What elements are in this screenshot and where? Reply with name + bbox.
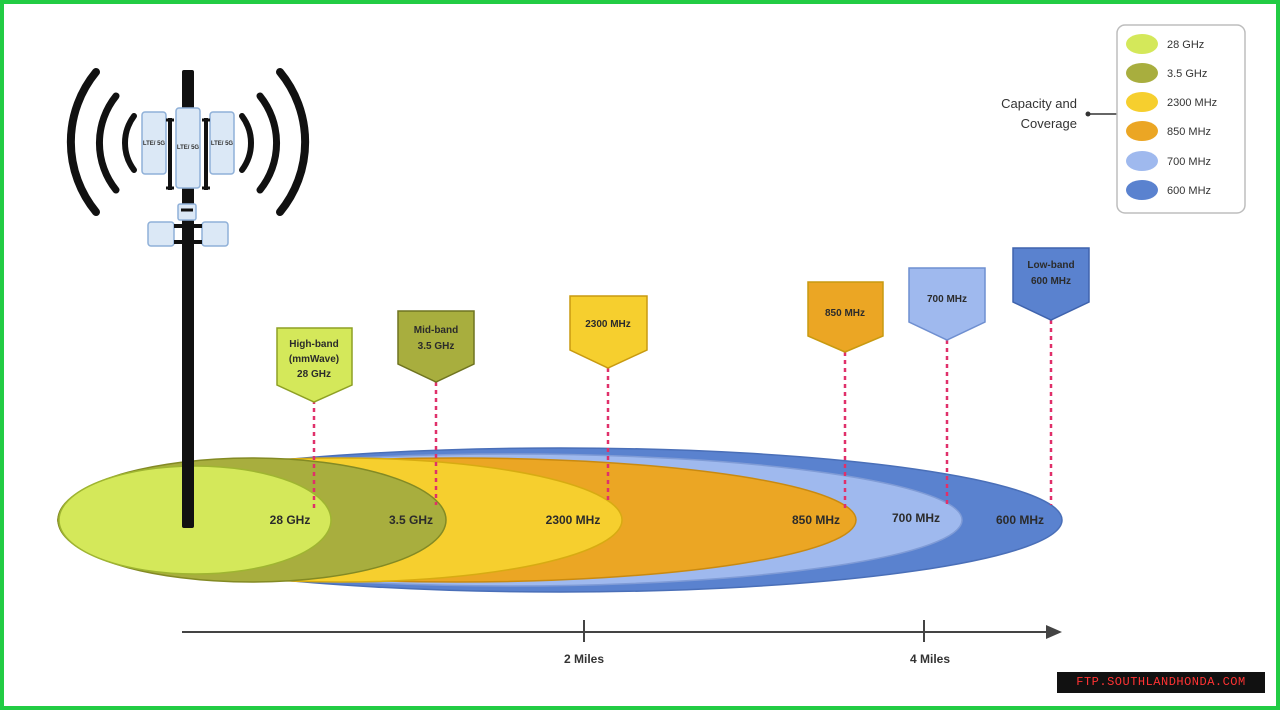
tag-600mhz-line-1: Low-band: [1027, 260, 1074, 271]
connectors: [312, 320, 1053, 512]
ring-label-28ghz: 28 GHz: [270, 513, 311, 527]
tag-700mhz: 700 MHz: [908, 267, 986, 341]
signal-waves-right-icon: [239, 68, 310, 216]
tag-3-5ghz: Mid-band 3.5 GHz: [397, 310, 475, 383]
ring-label-700mhz: 700 MHz: [892, 511, 940, 525]
legend-swatch-2300mhz: [1126, 92, 1158, 112]
tag-shape-600mhz: [1012, 247, 1090, 321]
legend-caption-line-1: Capacity and: [1001, 96, 1077, 111]
tag-shape-2300mhz: [569, 295, 648, 369]
panel-label-left: LTE/ 5G: [143, 141, 166, 147]
legend-swatch-28ghz: [1126, 34, 1158, 54]
tag-700mhz-line-1: 700 MHz: [927, 294, 967, 305]
tag-2300mhz: 2300 MHz: [569, 295, 648, 369]
ring-label-3-5ghz: 3.5 GHz: [389, 513, 433, 527]
legend-label-2300mhz: 2300 MHz: [1167, 97, 1217, 109]
tag-shape-28ghz: [276, 327, 353, 403]
ring-label-2300mhz: 2300 MHz: [546, 513, 601, 527]
tag-850mhz: 850 MHz: [807, 281, 884, 353]
band-tags: High-band (mmWave) 28 GHz Mid-band 3.5 G…: [276, 247, 1090, 403]
cell-tower: LTE/ 5G LTE/ 5G LTE/ 5G: [66, 68, 310, 528]
tag-3-5ghz-line-2: 3.5 GHz: [418, 341, 455, 352]
signal-waves-left-icon: [66, 68, 137, 216]
tag-28ghz-line-2: (mmWave): [289, 354, 339, 365]
legend-swatch-850mhz: [1126, 121, 1158, 141]
tag-shape-700mhz: [908, 267, 986, 341]
legend-label-3-5ghz: 3.5 GHz: [1167, 68, 1207, 80]
tag-28ghz-line-3: 28 GHz: [297, 369, 331, 380]
legend-caption-line-2: Coverage: [1021, 116, 1077, 131]
axis-arrow-icon: [1046, 625, 1062, 639]
legend: Capacity and Coverage 28 GHz 3.5 GHz 230…: [1001, 24, 1246, 214]
coverage-ellipse-28ghz: [58, 465, 332, 575]
legend-swatch-700mhz: [1126, 151, 1158, 171]
legend-swatch-3-5ghz: [1126, 63, 1158, 83]
tag-600mhz-line-2: 600 MHz: [1031, 276, 1071, 287]
tag-28ghz-line-1: High-band: [289, 339, 338, 350]
tag-shape-3-5ghz: [397, 310, 475, 383]
axis-label-2-miles: 2 Miles: [564, 652, 604, 666]
legend-pointer-dot: [1085, 111, 1091, 117]
legend-label-600mhz: 600 MHz: [1167, 185, 1211, 197]
panel-label-center: LTE/ 5G: [177, 145, 200, 151]
tag-3-5ghz-line-1: Mid-band: [414, 325, 458, 336]
ring-label-850mhz: 850 MHz: [792, 513, 840, 527]
legend-label-850mhz: 850 MHz: [1167, 126, 1211, 138]
tag-shape-850mhz: [807, 281, 884, 353]
distance-axis: 2 Miles 4 Miles: [182, 620, 1062, 666]
watermark-banner: FTP.SOUTHLANDHONDA.COM: [1057, 672, 1265, 693]
tag-600mhz: Low-band 600 MHz: [1012, 247, 1090, 321]
legend-swatch-600mhz: [1126, 180, 1158, 200]
antenna-panels-icon: LTE/ 5G LTE/ 5G LTE/ 5G: [141, 107, 235, 190]
tag-850mhz-line-1: 850 MHz: [825, 308, 865, 319]
coverage-rings: [57, 447, 1063, 593]
panel-label-right: LTE/ 5G: [211, 141, 234, 147]
legend-label-700mhz: 700 MHz: [1167, 156, 1211, 168]
legend-label-28ghz: 28 GHz: [1167, 39, 1204, 51]
ring-label-600mhz: 600 MHz: [996, 513, 1044, 527]
tag-28ghz: High-band (mmWave) 28 GHz: [276, 327, 353, 403]
tag-2300mhz-line-1: 2300 MHz: [585, 319, 631, 330]
axis-label-4-miles: 4 Miles: [910, 652, 950, 666]
small-antennas-icon: [147, 203, 229, 247]
ring-labels: 28 GHz 3.5 GHz 2300 MHz 850 MHz 700 MHz …: [270, 511, 1044, 527]
